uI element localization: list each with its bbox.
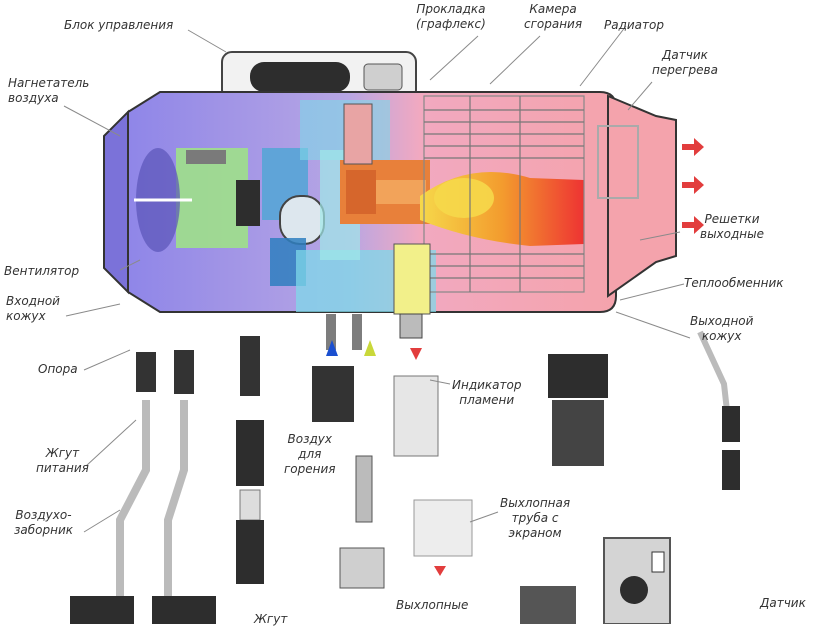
- outlet-arrows: [682, 138, 704, 234]
- label-gasket: Прокладка (графлекс): [416, 2, 486, 31]
- label-control-unit: Блок управления: [64, 18, 174, 32]
- label-combustion-chamber: Камера сгорания: [524, 2, 583, 31]
- outlet-casing: [597, 94, 677, 298]
- label-flame-indicator: Индикатор пламени: [452, 378, 522, 407]
- label-heat-exchanger: Теплообменник: [684, 276, 784, 290]
- fan-assembly: [134, 148, 260, 252]
- label-overheat-sensor: Датчик перегрева: [652, 48, 718, 77]
- label-sensor: Датчик: [760, 596, 806, 610]
- control-unit: [221, 51, 417, 101]
- label-combustion-air: Воздух для горения: [284, 432, 336, 476]
- label-outlet-casing: Выходной кожух: [690, 314, 754, 343]
- label-exhaust-gases: Выхлопные: [396, 598, 469, 612]
- air-blower: [262, 148, 325, 286]
- label-air-blower: Нагнетатель воздуха: [8, 76, 90, 105]
- label-support: Опора: [38, 362, 78, 376]
- label-outlet-grilles: Решетки выходные: [700, 212, 764, 241]
- label-power-harness: Жгут питания: [36, 446, 89, 475]
- heat-exchanger-fins: [423, 95, 585, 293]
- label-inlet-casing: Входной кожух: [6, 294, 60, 323]
- label-exhaust-pipe: Выхлопная труба с экраном: [500, 496, 571, 540]
- combustion-chamber: [340, 103, 430, 224]
- fuel-column: [326, 243, 431, 350]
- label-air-intake: Воздухо- заборник: [14, 508, 73, 537]
- flame: [420, 172, 584, 246]
- lower-components: [70, 330, 740, 625]
- label-radiator: Радиатор: [604, 18, 664, 32]
- label-harness: Жгут: [254, 612, 288, 626]
- leader-lines: [63, 25, 691, 533]
- label-fan: Вентилятор: [4, 264, 80, 278]
